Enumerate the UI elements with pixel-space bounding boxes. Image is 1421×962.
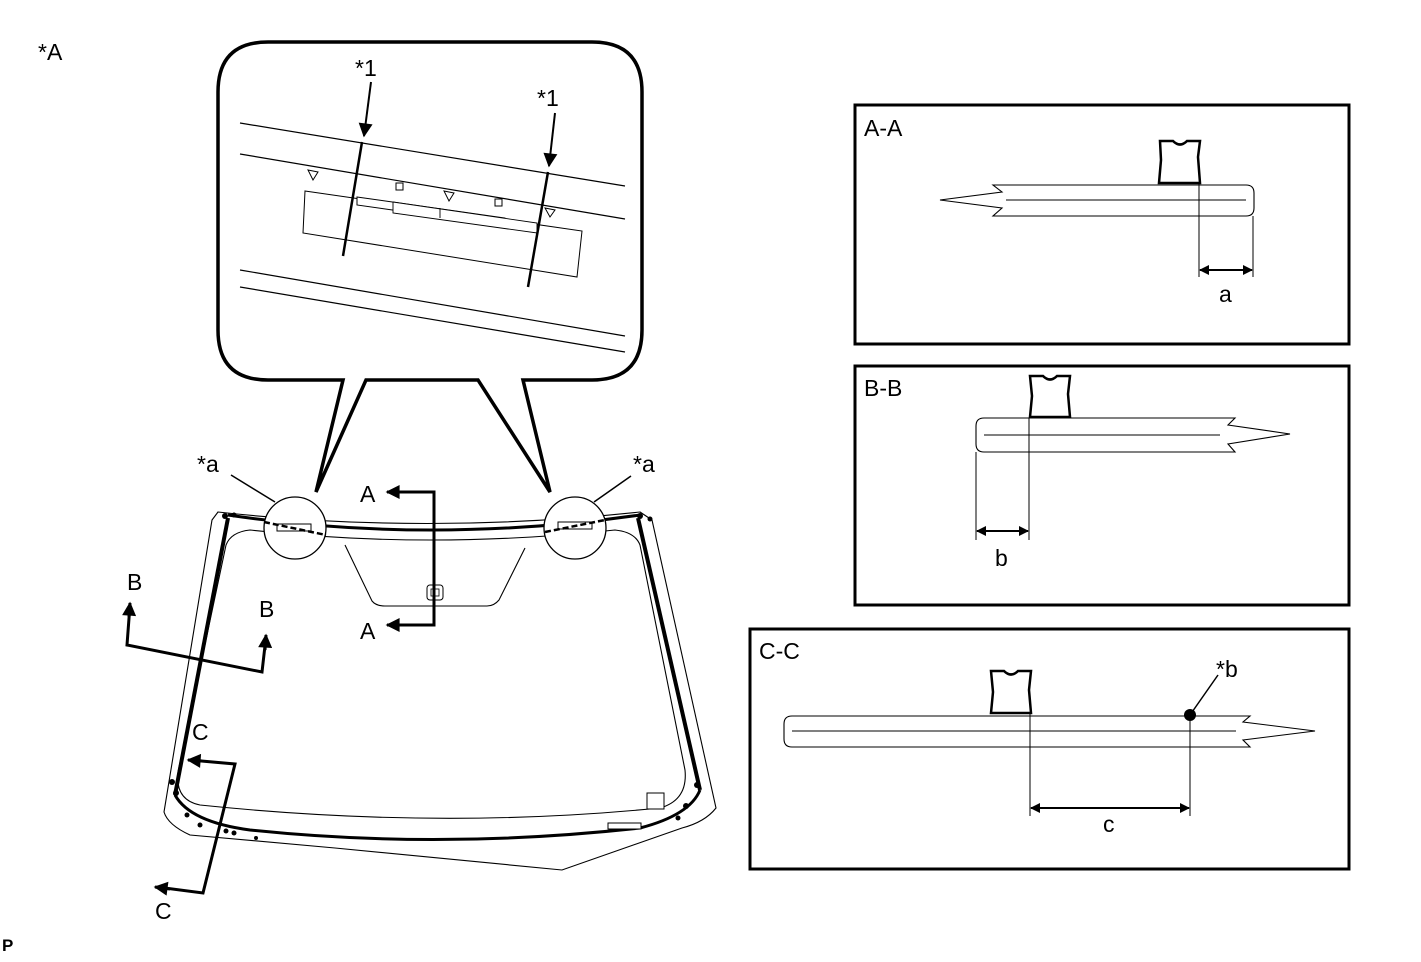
section-cc-title: C-C: [759, 638, 800, 664]
part-1-label-right: *1: [537, 85, 559, 111]
section-aa-title: A-A: [864, 115, 903, 141]
section-cut-b: [122, 601, 273, 674]
detail-circle-right: [543, 475, 632, 560]
detail-circle-left: [230, 474, 327, 560]
section-marker-c-top: C: [192, 719, 209, 745]
area-a-label-right: *a: [633, 451, 655, 477]
section-marker-c-bottom: C: [155, 898, 172, 924]
figure-label: *A: [38, 39, 63, 65]
section-bb-panel: [853, 364, 1351, 607]
section-cc-panel: [748, 627, 1351, 871]
windshield-outline: [163, 511, 717, 871]
area-a-label-left: *a: [197, 451, 219, 477]
section-marker-b-left: B: [127, 569, 142, 595]
zoom-detail-bubble: [216, 40, 644, 493]
section-aa-panel: [853, 103, 1351, 346]
section-cut-a: [385, 485, 436, 632]
part-1-label-left: *1: [355, 55, 377, 81]
section-marker-b-right: B: [259, 596, 274, 622]
section-marker-a-bottom: A: [360, 618, 376, 644]
dimension-b-label: b: [995, 545, 1008, 571]
dimension-c-label: c: [1103, 811, 1115, 837]
corner-mark: P: [2, 936, 13, 955]
point-b-label: *b: [1216, 656, 1238, 682]
dimension-a-label: a: [1219, 281, 1232, 307]
section-cut-c: [153, 753, 237, 896]
section-bb-title: B-B: [864, 375, 902, 401]
section-marker-a-top: A: [360, 481, 376, 507]
